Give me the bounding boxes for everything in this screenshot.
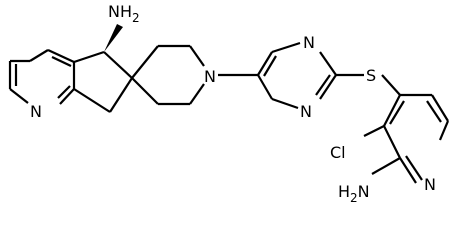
pyridine-nitrogen-right: N [424,175,436,194]
pyridine-nitrogen-left: N [30,102,42,121]
piperidine-nitrogen: N [204,67,216,86]
right-pyridine-ring [383,93,450,184]
molecule-drawing: NH2 N N N N S Cl N H2N [8,2,450,205]
carbon-amine-bond [371,157,401,175]
left-pyridine-ring [8,49,76,105]
sulfur-pyridine-bond [381,74,401,96]
pyrazine-nitrogen-bottom: N [300,102,312,121]
stereo-wedge-bond [104,24,123,52]
piperidine-ring [131,44,205,106]
structure-diagram: NH2 N N N N S Cl N H2N [8,2,450,205]
amine-bottom-label: H2N [338,182,370,205]
sulfur-atom: S [366,66,376,85]
cyclopentane-ring [73,50,133,113]
carbon-chlorine-bond [363,125,385,137]
pyrazine-nitrogen-top: N [303,33,315,52]
chlorine-atom: Cl [330,143,346,162]
amine-top-label: NH2 [108,2,140,25]
pyrazine-ring [257,41,337,110]
